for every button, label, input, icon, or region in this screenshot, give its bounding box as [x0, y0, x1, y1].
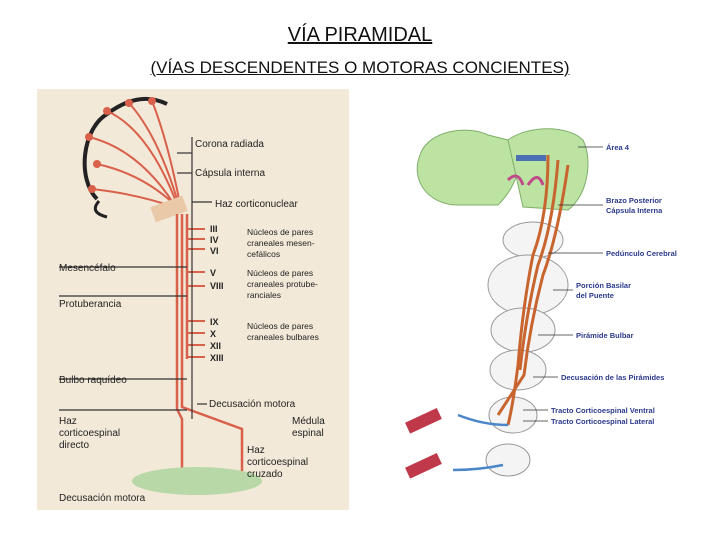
porcion-basilar-label: Porción Basilar	[576, 281, 631, 290]
nucleus-label: IX	[210, 317, 219, 327]
haz-cruzado-label: Haz	[247, 445, 265, 456]
corticospinal-tract	[496, 154, 570, 426]
pyramidal-pathway-right-diagram: Área 4 Brazo Posterior Cápsula Interna P…	[405, 128, 677, 479]
muscle-bundles	[405, 407, 442, 479]
nucleus-label: XIII	[210, 353, 224, 363]
capsula-interna-label: Cápsula Interna	[606, 206, 663, 215]
area4-label: Área 4	[606, 143, 630, 152]
mesencefalo-label: Mesencéfalo	[59, 263, 116, 274]
decusacion-bottom-label: Decusación motora	[59, 493, 146, 504]
page-subtitle: (VÍAS DESCENDENTES O MOTORAS CONCIENTES)	[150, 58, 570, 77]
tracto-ventral-label: Tracto Corticoespinal Ventral	[551, 406, 655, 415]
porcion-basilar-label: del Puente	[576, 291, 614, 300]
nucleus-label: XII	[210, 341, 221, 351]
decusacion-piramides-label: Decusación de las Pirámides	[561, 373, 664, 382]
nucleus-label: IV	[210, 235, 219, 245]
nucleos-protuberancia-text: Núcleos de pares	[247, 268, 313, 278]
pyramidal-pathway-left-diagram: Corona radiada Cápsula interna Haz corti…	[37, 89, 349, 510]
nucleos-mesencefalo-text: Núcleos de pares	[247, 227, 313, 237]
internal-capsule	[150, 195, 188, 223]
nucleos-mesencefalo-text: craneales mesen-	[247, 238, 315, 248]
nucleus-label: VIII	[210, 281, 224, 291]
haz-corticonuclear-label: Haz corticonuclear	[215, 199, 298, 210]
corona-label: Corona radiada	[195, 139, 264, 150]
nucleus-label: X	[210, 329, 216, 339]
tracto-lateral-label: Tracto Corticoespinal Lateral	[551, 417, 654, 426]
haz-cruzado-label: cruzado	[247, 469, 283, 480]
haz-directo-label: corticoespinal	[59, 428, 120, 439]
nucleus-label: VI	[210, 246, 219, 256]
haz-directo-label: directo	[59, 440, 89, 451]
brain-section	[416, 129, 520, 206]
brazo-posterior-label: Brazo Posterior	[606, 196, 662, 205]
nucleos-bulbares-text: Núcleos de pares	[247, 321, 313, 331]
decusacion-label: Decusación motora	[209, 399, 296, 410]
corona-fibers	[88, 100, 180, 208]
haz-cruzado-label: corticoespinal	[247, 457, 308, 468]
protuberancia-label: Protuberancia	[59, 299, 122, 310]
nucleos-bulbares-text: craneales bulbares	[247, 332, 319, 342]
nucleus-label: V	[210, 268, 216, 278]
nerve-branches	[187, 228, 205, 358]
capsula-label: Cápsula interna	[195, 168, 265, 179]
bulbo-label: Bulbo raquídeo	[59, 375, 127, 386]
cortex-neurons	[85, 97, 156, 193]
spinal-cord-section	[132, 467, 262, 495]
piramide-label: Pirámide Bulbar	[576, 331, 634, 340]
medula-label: espinal	[292, 428, 324, 439]
medula-label: Médula	[292, 416, 325, 427]
nucleos-mesencefalo-text: cefálicos	[247, 249, 280, 259]
pedunculo-label: Pedúnculo Cerebral	[606, 249, 677, 258]
nucleos-protuberancia-text: ranciales	[247, 290, 281, 300]
page-title: VÍA PIRAMIDAL	[287, 24, 433, 46]
nucleos-protuberancia-text: craneales protube-	[247, 279, 318, 289]
haz-directo-label: Haz	[59, 416, 77, 427]
nucleus-label: III	[210, 224, 218, 234]
